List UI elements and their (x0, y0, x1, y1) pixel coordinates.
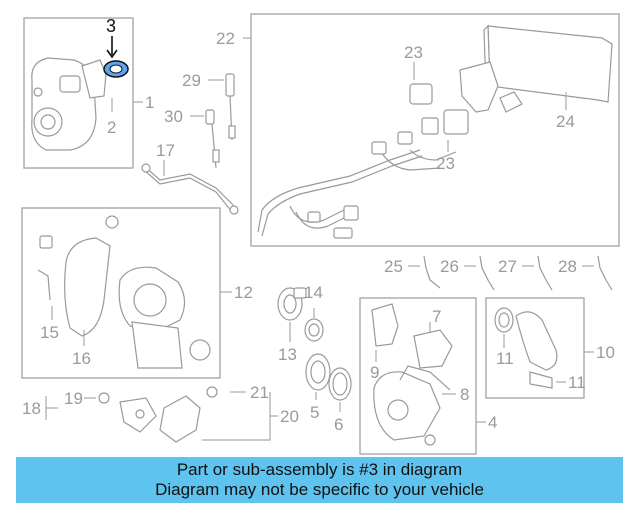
callout-10: 10 (596, 343, 615, 362)
bracket-20 (98, 386, 218, 443)
ring-14 (304, 318, 324, 342)
sensor-29 (225, 73, 236, 141)
clamp-13 (277, 287, 307, 321)
callout-8: 8 (460, 385, 469, 404)
callout-23b: 23 (436, 154, 455, 173)
callout-18: 18 (22, 399, 41, 418)
banner-line-1: Part or sub-assembly is #3 in diagram (176, 460, 463, 479)
callout-30: 30 (164, 107, 183, 126)
pipe-17 (141, 163, 239, 215)
housing-part (31, 57, 107, 151)
callout-22: 22 (216, 29, 235, 48)
intake-pipe-group (494, 307, 558, 389)
callout-25: 25 (384, 257, 403, 276)
callout-20-bracket (202, 392, 278, 441)
callout-29: 29 (182, 71, 201, 90)
callout-17: 17 (156, 141, 175, 160)
callout-4: 4 (488, 413, 497, 432)
callout-3: 3 (106, 16, 116, 36)
group-box-4 (359, 297, 477, 455)
info-banner: Part or sub-assembly is #3 in diagram Di… (16, 457, 623, 503)
callout-18-bracket (45, 396, 58, 420)
callout-labels: 3 1 2 29 30 17 22 23 24 23 25 26 27 28 1… (22, 16, 615, 434)
gasket-3-highlighted (103, 60, 129, 78)
ring-6 (328, 367, 352, 401)
callout-13: 13 (278, 345, 297, 364)
callout-20: 20 (280, 407, 299, 426)
turbo-heat-shield (37, 215, 211, 369)
hose-bundle (257, 131, 457, 239)
callout-28: 28 (558, 257, 577, 276)
sensor-30 (205, 109, 220, 169)
group-box-22 (250, 13, 620, 247)
egr-valve-group (371, 303, 453, 446)
callout-11a: 11 (496, 349, 514, 368)
callout-5: 5 (310, 403, 319, 422)
callout-14: 14 (304, 283, 323, 302)
callout-1: 1 (145, 93, 154, 112)
cooler-panel-24 (483, 24, 613, 103)
callout-7: 7 (432, 307, 441, 326)
bracket-23 (409, 61, 523, 135)
callout-11b: 11 (568, 373, 586, 392)
callout-6: 6 (334, 415, 343, 434)
callout-24: 24 (556, 112, 575, 131)
callout-3-arrow (106, 49, 118, 59)
callout-21: 21 (250, 383, 269, 402)
group-box-10 (485, 297, 585, 399)
callout-23a: 23 (404, 43, 423, 62)
callout-2: 2 (107, 118, 116, 137)
callout-16: 16 (72, 349, 91, 368)
callout-9: 9 (370, 363, 379, 382)
callout-26: 26 (440, 257, 459, 276)
group-box-12 (21, 207, 221, 379)
callout-12: 12 (234, 283, 253, 302)
callout-27: 27 (498, 257, 517, 276)
callout-15: 15 (40, 323, 59, 342)
banner-line-2: Diagram may not be specific to your vehi… (155, 480, 484, 499)
group-box-1 (23, 17, 134, 169)
callout-19: 19 (64, 389, 83, 408)
sensor-row (423, 255, 613, 291)
clamp-5 (305, 353, 331, 391)
